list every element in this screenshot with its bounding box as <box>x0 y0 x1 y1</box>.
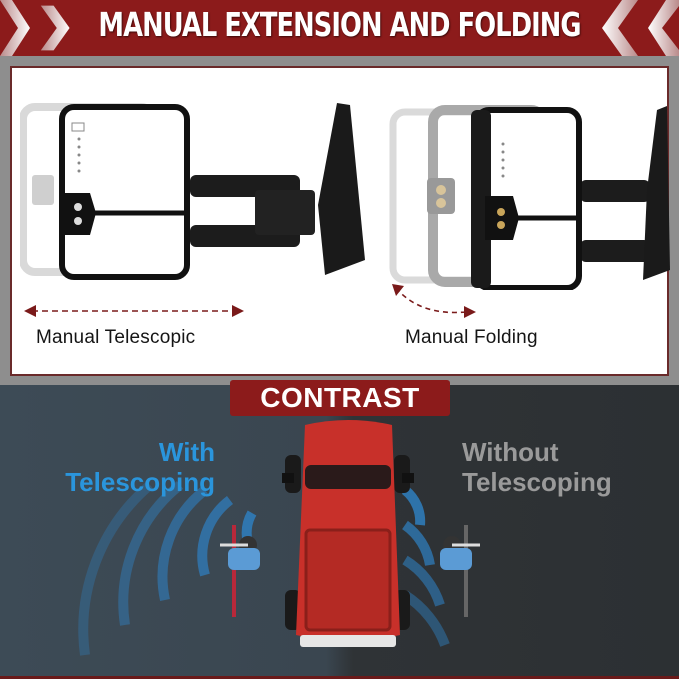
blind-spot-illustration <box>78 420 480 656</box>
without-telescoping-label: Without Telescoping <box>462 437 662 497</box>
header-banner: MANUAL EXTENSION AND FOLDING <box>0 0 679 56</box>
telescopic-arrow-icon <box>24 305 244 317</box>
contrast-title: CONTRAST <box>230 380 450 416</box>
chevron-left-icon <box>648 0 679 56</box>
chevron-left-icon <box>602 0 638 56</box>
label-manual-folding: Manual Folding <box>405 327 538 348</box>
bottom-border <box>0 676 679 679</box>
truck-icon <box>282 420 414 647</box>
cyclist-left-icon <box>220 525 260 617</box>
with-telescoping-label: With Telescoping <box>40 437 215 497</box>
folding-mirror-illustration <box>389 105 670 290</box>
banner-title: MANUAL EXTENSION AND FOLDING <box>98 5 581 44</box>
with-line2: Telescoping <box>65 467 215 497</box>
without-line2: Telescoping <box>462 467 612 497</box>
folding-arrow-icon <box>392 284 476 318</box>
label-manual-telescopic: Manual Telescopic <box>36 327 196 348</box>
cyclist-right-icon <box>440 525 480 617</box>
without-line1: Without <box>462 437 559 467</box>
chevron-right-icon <box>40 5 70 51</box>
with-line1: With <box>158 437 215 467</box>
telescopic-mirror-illustration <box>20 103 365 280</box>
chevron-right-icon <box>0 0 30 56</box>
